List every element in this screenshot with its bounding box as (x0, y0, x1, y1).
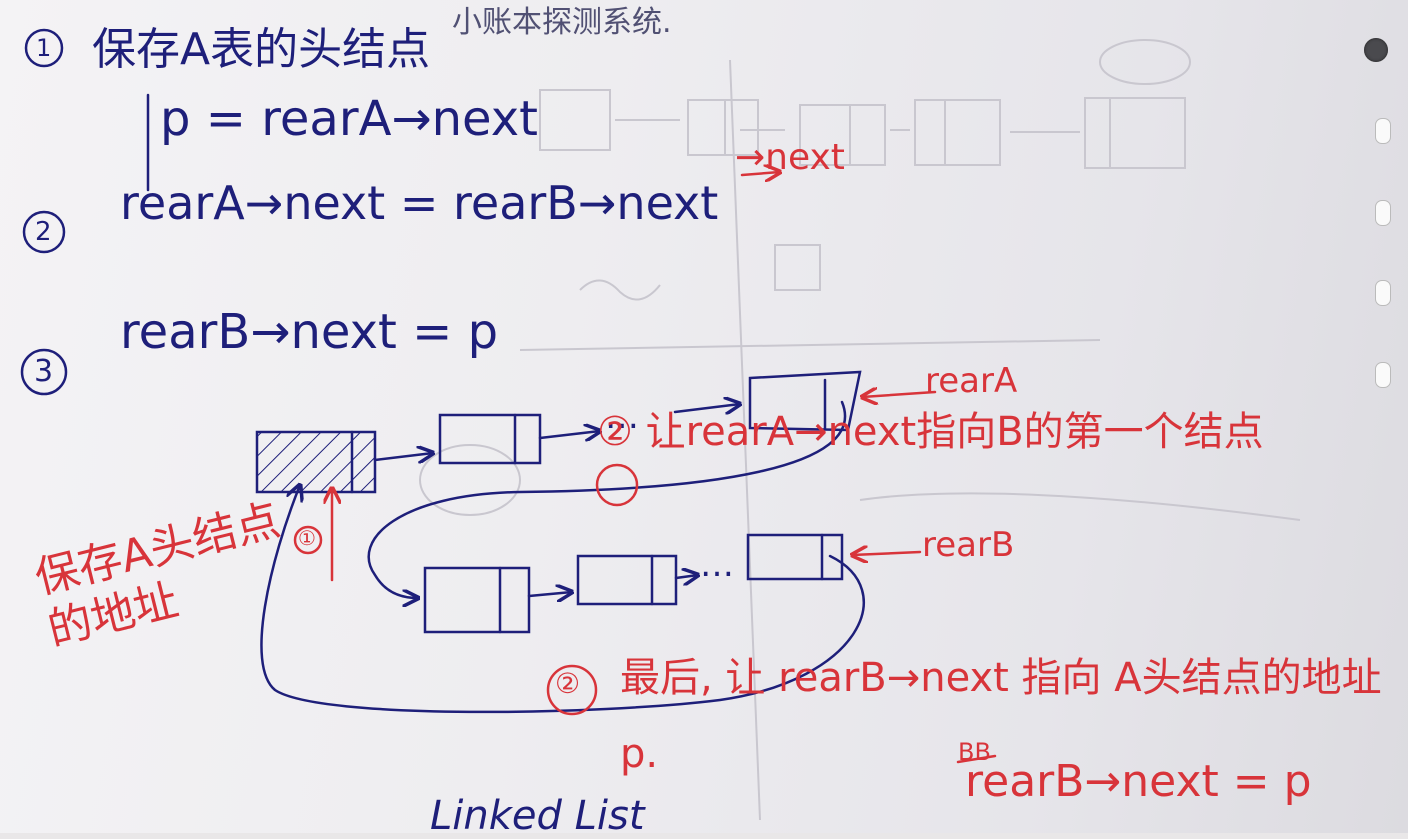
list-b-node (423, 566, 531, 634)
final-code: rearB→next = p (965, 756, 1312, 807)
binder-slot (1375, 200, 1391, 226)
step-1-circle (24, 28, 64, 68)
step-2-circle (22, 210, 66, 254)
list-b-node (576, 554, 678, 606)
step-2-code: rearA→next = rearB→next (120, 176, 719, 230)
binder-hole (1364, 38, 1388, 62)
step-2-correction: →next (735, 137, 845, 178)
step-3-number: 3 (34, 354, 54, 389)
step-1-number: 1 (36, 34, 52, 62)
head-marker-1: ① (298, 526, 316, 550)
list-a-tail-node (748, 370, 862, 432)
rearA-label: rearA (925, 361, 1018, 401)
link-rearA-to-B-first (367, 400, 847, 598)
list-a-ellipsis: … (605, 397, 639, 437)
top-bleed-text: 小账本探测系统. (452, 5, 672, 40)
marker-step-2-bottom: ② (555, 667, 581, 700)
list-b-tail-node (746, 533, 844, 581)
red-step-2-circle-bottom (546, 664, 598, 716)
final-note: 最后, 让 rearB→next 指向 A头结点的地址p. (620, 655, 1382, 777)
rearB-label: rearB (922, 525, 1015, 565)
list-a-node (438, 413, 542, 465)
list-b-ellipsis: … (700, 545, 734, 585)
red-step-2-circle (595, 463, 639, 507)
step-3-circle (20, 348, 68, 396)
step-2-number: 2 (35, 217, 52, 247)
struck-word: BB (958, 738, 991, 766)
bottom-bleed-text: Linked List (430, 793, 645, 839)
step-3-code: rearB→next = p (120, 304, 499, 360)
note-step-2: ② 让rearA→next指向B的第一个结点 (597, 409, 1264, 455)
red-step-1-circle (293, 525, 323, 555)
link-rearB-to-A-head (260, 485, 865, 714)
list-a-head-node (255, 430, 377, 494)
binder-slot (1375, 362, 1391, 388)
binder-slot (1375, 118, 1391, 144)
binder-slot (1375, 280, 1391, 306)
step-1-code: p = rearA→next (160, 91, 538, 147)
step-1-label: 保存A表的头结点 (92, 24, 431, 75)
